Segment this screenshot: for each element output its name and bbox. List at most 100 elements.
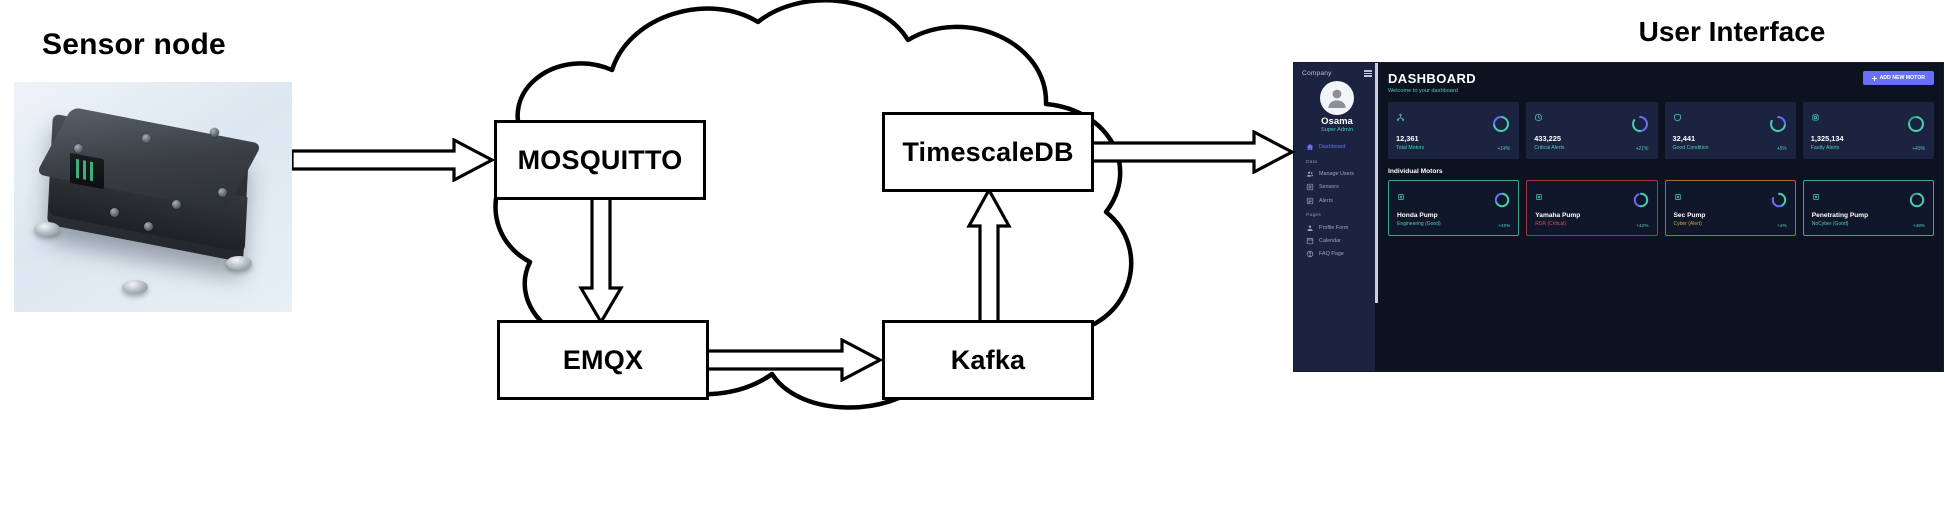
motor-status: NoCyber (Good) [1811,221,1849,227]
motor-card-yamaha-pump[interactable]: Yamaha Pump RDR (Critical) +42% [1526,180,1658,236]
individual-motors-title: Individual Motors [1388,168,1443,175]
arrow-emqx-to-kafka [704,338,884,382]
clock-icon [1535,113,1543,122]
motor-icon [1674,194,1681,200]
node-mosquitto-label: MOSQUITTO [517,144,683,175]
motor-delta: +42% [1636,224,1649,229]
help-icon [1306,250,1314,258]
dashboard-header: DASHBOARD Welcome to your dashboard ADD … [1388,71,1934,94]
stat-label: Critical Alerts [1534,145,1565,151]
plus-icon [1871,75,1877,81]
stat-value: 12,361 [1396,134,1419,143]
stat-card-total-motors[interactable]: 12,361 Total Motors +14% [1388,102,1520,159]
motor-delta: +45% [1497,224,1511,229]
stat-label: Total Motors [1396,145,1425,151]
sidebar-user-name: Osama [1321,116,1353,127]
alerts-icon [1306,197,1314,204]
person-icon [1328,89,1346,108]
stat-label: Faulty Alerts [1810,145,1840,151]
stat-card-faulty-alerts[interactable]: 1,325,134 Faulty Alerts +43% [1802,102,1934,159]
motor-icon [1536,194,1543,200]
motor-card-sec-pump[interactable]: Sec Pump Cyber (Alert) +4% [1664,180,1796,236]
users-icon [1306,171,1314,177]
node-timescaledb-label: TimescaleDB [902,136,1074,167]
motor-status: Cyber (Alert) [1673,221,1702,227]
node-emqx: EMQX [497,320,709,400]
motor-delta: +4% [1777,224,1787,229]
stat-delta: +43% [1912,146,1925,152]
stat-value: 1,325,134 [1810,134,1844,143]
sidebar-item-dashboard[interactable]: Dashboard [1302,140,1372,153]
progress-ring [1771,192,1786,208]
stat-card-good-condition[interactable]: 32,441 Good Condition +5% [1664,102,1796,159]
sidebar-section-pages: Pages [1306,213,1322,219]
motor-status: RDR (Critical) [1535,221,1567,227]
progress-ring [1769,116,1786,132]
dashboard-screenshot: Company Osama Super Admin Dashboard Data [1293,62,1944,372]
sidebar-item-profile-form-label: Profile Form [1319,224,1349,231]
home-icon [1306,144,1314,151]
arrow-kafka-to-timescaledb [966,186,1012,326]
calendar-icon [1306,238,1314,245]
sidebar-item-manage-users-label: Manage Users [1319,171,1355,178]
avatar [1320,81,1354,115]
stat-delta: +21% [1635,146,1649,152]
motor-name: Yamaha Pump [1535,212,1581,219]
sidebar-scrollbar[interactable] [1375,63,1378,371]
sensor-node-photo [14,82,292,312]
stat-label: Good Condition [1672,145,1709,151]
network-icon [1396,113,1405,121]
stat-delta: +14% [1497,146,1511,152]
sidebar-item-calendar[interactable]: Calendar [1302,234,1372,247]
motor-delta: +48% [1912,224,1925,229]
motor-name: Sec Pump [1673,212,1706,219]
node-kafka: Kafka [882,320,1094,400]
sidebar-item-alerts[interactable]: Alerts [1302,194,1372,207]
sidebar-item-manage-users[interactable]: Manage Users [1302,168,1372,181]
progress-ring [1493,116,1510,132]
stat-card-row: 12,361 Total Motors +14% 433,225 Critica… [1388,102,1934,159]
person-icon [1307,225,1313,231]
motor-icon [1398,194,1404,200]
dashboard-main: DASHBOARD Welcome to your dashboard ADD … [1378,63,1943,371]
shield-icon [1673,113,1681,122]
stat-value: 32,441 [1672,134,1696,143]
user-interface-title: User Interface [1638,16,1826,47]
stat-card-critical-alerts[interactable]: 433,225 Critical Alerts +21% [1526,102,1658,159]
motor-card-penetrating-pump[interactable]: Penetrating Pump NoCyber (Good) +48% [1802,180,1934,236]
sidebar-user-role: Super Admin [1320,127,1354,134]
chip-icon [1812,114,1819,121]
stat-delta: +5% [1776,146,1787,152]
sensor-icon [1306,184,1314,191]
motor-status: Engineering (Good) [1397,221,1441,227]
sidebar-item-calendar-label: Calendar [1319,237,1341,244]
add-new-motor-button[interactable]: ADD NEW MOTOR [1862,71,1934,85]
progress-ring [1495,192,1510,208]
motor-name: Penetrating Pump [1811,212,1869,219]
progress-ring [1633,192,1648,208]
node-timescaledb: TimescaleDB [882,112,1094,192]
motor-card-honda-pump[interactable]: Honda Pump Engineering (Good) +45% [1388,180,1520,236]
node-mosquitto: MOSQUITTO [494,120,706,200]
progress-ring [1909,192,1925,208]
sidebar-brand-label: Company [1302,70,1332,77]
sidebar-section-data: Data [1306,159,1318,165]
sensor-node-title: Sensor node [42,28,226,61]
progress-ring [1631,116,1648,132]
hamburger-icon[interactable] [1364,70,1372,77]
node-kafka-label: Kafka [950,344,1026,375]
sidebar-item-alerts-label: Alerts [1319,197,1333,204]
add-new-motor-label: ADD NEW MOTOR [1879,75,1925,81]
sidebar-item-dashboard-label: Dashboard [1319,144,1346,151]
arrow-timescaledb-to-user-interface [1090,130,1296,174]
sidebar-item-faq-page[interactable]: FAQ Page [1302,248,1372,261]
page-subtitle: Welcome to your dashboard [1388,88,1458,94]
node-emqx-label: EMQX [562,344,644,375]
stat-value: 433,225 [1534,134,1561,143]
sidebar-item-profile-form[interactable]: Profile Form [1302,221,1372,234]
sidebar-item-sensors[interactable]: Sensors [1302,181,1372,194]
motor-card-row: Honda Pump Engineering (Good) +45% Yamah… [1388,180,1934,236]
arrow-sensor-to-mosquitto [292,138,496,182]
progress-ring [1908,116,1924,132]
